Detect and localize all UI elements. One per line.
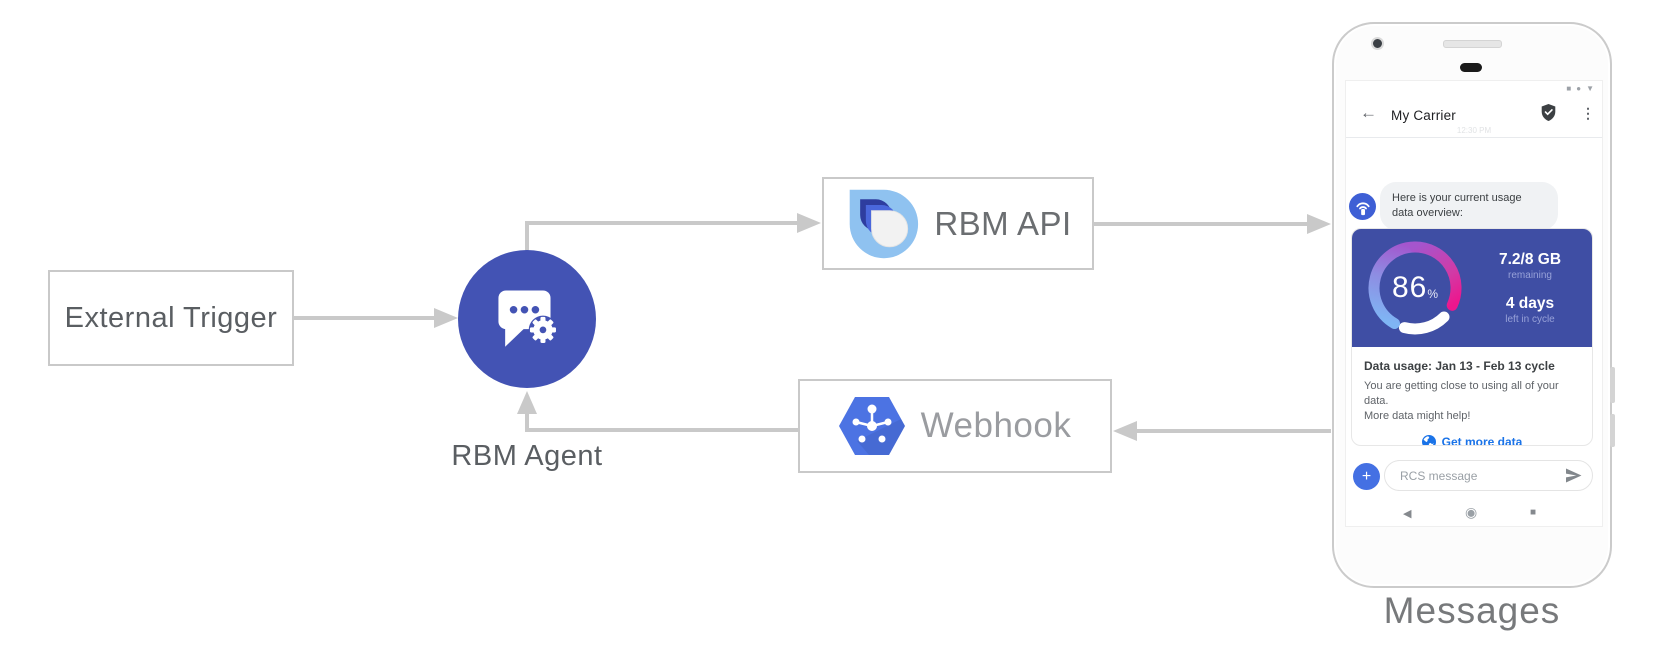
usage-gauge-panel: 86 % 7.2/8 GB remaining 4 days left in c… bbox=[1352, 229, 1592, 347]
antenna-icon bbox=[1355, 201, 1370, 215]
webhook-hexagon-icon bbox=[838, 397, 905, 455]
chat-gear-icon bbox=[498, 290, 558, 347]
send-icon[interactable] bbox=[1565, 468, 1582, 483]
attach-plus-button[interactable]: + bbox=[1353, 463, 1380, 490]
node-external-trigger: External Trigger bbox=[48, 270, 294, 366]
external-trigger-label: External Trigger bbox=[64, 301, 278, 334]
triangle-status-icon: ▼ bbox=[1586, 84, 1594, 93]
days-left-stat: 4 days left in cycle bbox=[1505, 294, 1555, 325]
usage-stats: 7.2/8 GB remaining 4 days left in cycle bbox=[1472, 229, 1588, 347]
android-nav-bar: ◀ ◉ ■ bbox=[1346, 504, 1602, 522]
webhook-label: Webhook bbox=[920, 406, 1072, 445]
verified-shield-icon bbox=[1540, 103, 1557, 127]
rbm-api-label: RBM API bbox=[934, 204, 1072, 242]
node-rbm-api: RBM API bbox=[822, 177, 1094, 270]
header-divider bbox=[1346, 137, 1602, 138]
rbm-agent-label: RBM Agent bbox=[451, 440, 603, 472]
nav-home-icon[interactable]: ◉ bbox=[1465, 504, 1478, 520]
nav-back-icon[interactable]: ◀ bbox=[1403, 508, 1412, 520]
data-remaining-stat: 7.2/8 GB remaining bbox=[1498, 250, 1562, 281]
node-webhook: Webhook bbox=[798, 379, 1112, 473]
phone-screen: ■ ● ▼ ← My Carrier ⋮ 12:30 PM bbox=[1345, 80, 1603, 527]
overflow-menu-icon[interactable]: ⋮ bbox=[1581, 105, 1595, 121]
rcs-message-input[interactable] bbox=[1398, 467, 1565, 484]
card-title: Data usage: Jan 13 - Feb 13 cycle bbox=[1364, 359, 1555, 373]
card-text-line1: You are getting close to using all of yo… bbox=[1364, 380, 1559, 407]
front-camera-icon bbox=[1371, 37, 1384, 50]
speaker-slot bbox=[1443, 40, 1502, 48]
card-text-line2: More data might help! bbox=[1364, 410, 1471, 422]
gauge-percent: 86 bbox=[1391, 271, 1428, 304]
nav-recents-icon[interactable]: ■ bbox=[1530, 507, 1537, 518]
message-composer bbox=[1384, 460, 1593, 491]
usage-gauge: 86 % bbox=[1363, 236, 1467, 340]
node-rbm-agent bbox=[458, 250, 596, 388]
conversation-title: My Carrier bbox=[1391, 108, 1456, 123]
rbm-api-logo-icon bbox=[850, 189, 919, 258]
message-timestamp: 12:30 PM bbox=[1456, 126, 1492, 135]
agent-avatar bbox=[1349, 193, 1376, 220]
dot-status-icon: ● bbox=[1576, 84, 1582, 93]
earpiece bbox=[1460, 63, 1482, 72]
gauge-percent-symbol: % bbox=[1427, 287, 1439, 301]
agent-message-bubble: Here is your current usage data overview… bbox=[1380, 182, 1558, 230]
data-usage-card: 86 % 7.2/8 GB remaining 4 days left in c… bbox=[1351, 228, 1593, 446]
power-button bbox=[1610, 367, 1615, 403]
volume-button bbox=[1610, 414, 1615, 447]
messages-app-caption: Messages bbox=[1383, 590, 1561, 631]
get-more-data-button[interactable]: Get more data bbox=[1364, 435, 1580, 445]
status-bar: ■ ● ▼ bbox=[1566, 84, 1594, 94]
phone-mockup: ■ ● ▼ ← My Carrier ⋮ 12:30 PM bbox=[1332, 22, 1615, 588]
back-arrow-icon[interactable]: ← bbox=[1360, 103, 1377, 122]
card-body: Data usage: Jan 13 - Feb 13 cycle You ar… bbox=[1352, 347, 1592, 445]
globe-icon bbox=[1421, 435, 1436, 445]
square-status-icon: ■ bbox=[1566, 84, 1572, 93]
